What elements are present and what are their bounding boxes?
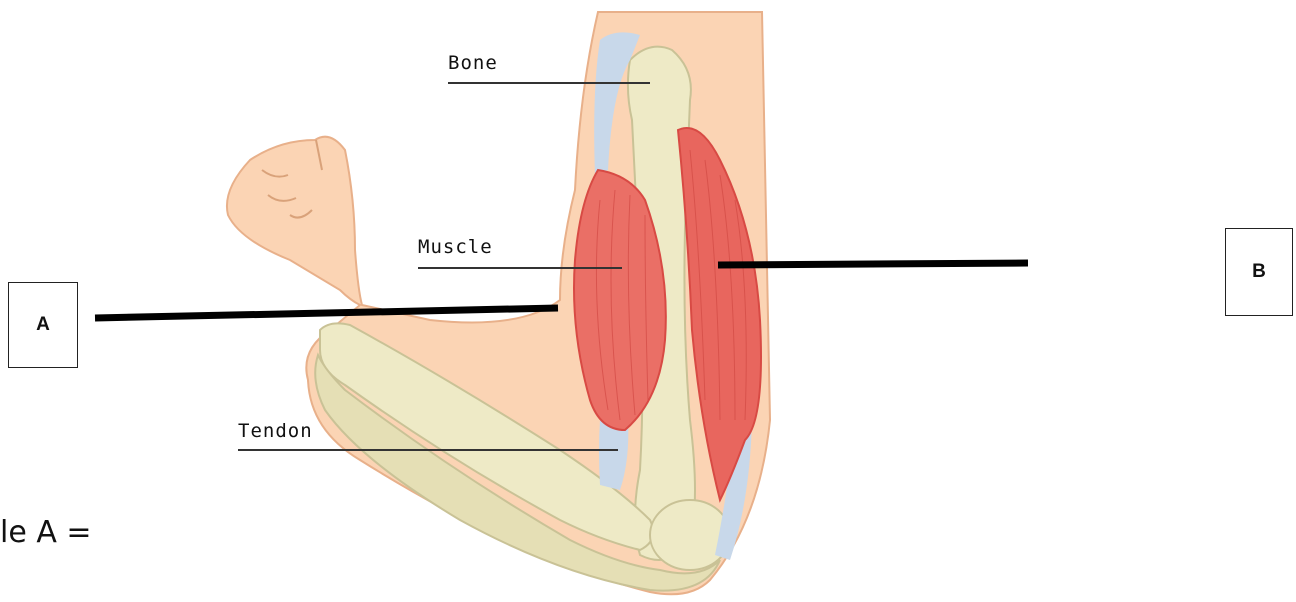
bottom-question-text: le A = xyxy=(0,515,92,550)
elbow-joint xyxy=(650,500,730,570)
muscle-label: Muscle xyxy=(418,236,493,258)
pointer-line-a xyxy=(95,308,558,318)
pointer-line-b xyxy=(718,263,1028,265)
tendon-label: Tendon xyxy=(238,420,313,442)
label-box-a: A xyxy=(8,282,78,368)
label-box-b: B xyxy=(1225,228,1293,316)
bone-label: Bone xyxy=(448,52,498,74)
